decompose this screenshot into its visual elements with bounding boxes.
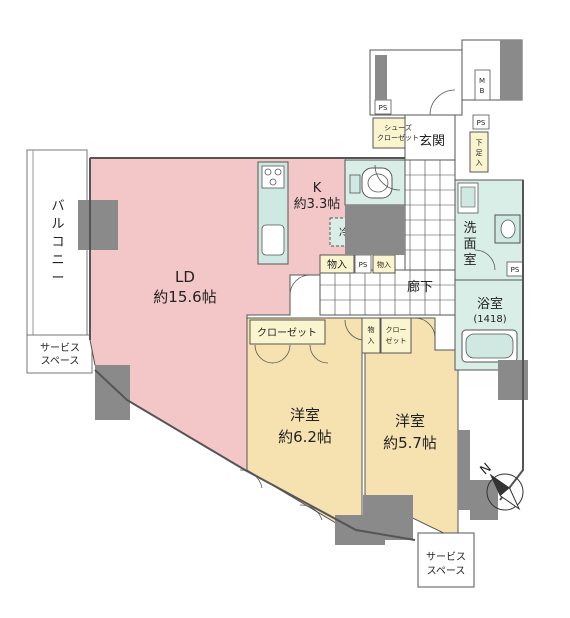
storage-hallway-2: 物入 bbox=[372, 254, 396, 274]
mb-label-m: M bbox=[479, 77, 485, 85]
hallway-floor bbox=[319, 159, 456, 316]
kitchen-counter bbox=[257, 161, 289, 265]
shoe-storage: 下 足 入 bbox=[469, 131, 489, 173]
stove-burner-icon bbox=[269, 178, 277, 186]
ps-box-2: PS bbox=[506, 261, 524, 277]
storage-between: 物 入 bbox=[361, 317, 381, 354]
closet-label: クローゼット bbox=[257, 327, 317, 339]
balcony-label-2: ル bbox=[51, 217, 64, 232]
ps-label-2: PS bbox=[511, 266, 520, 274]
bath-room: 浴室 (1418) bbox=[454, 279, 524, 371]
entrance: 玄関 bbox=[404, 114, 456, 161]
ps-box-3: PS bbox=[472, 114, 490, 130]
service-space-left: サービス スペース bbox=[26, 334, 93, 374]
storage-between-2: 入 bbox=[368, 337, 375, 345]
western-2-label: 洋室 bbox=[395, 412, 425, 430]
toilet-room bbox=[344, 159, 406, 206]
closet2-line1: クロー bbox=[386, 326, 407, 334]
shoe-storage-1: 下 bbox=[476, 139, 483, 147]
ps-label-3: PS bbox=[477, 119, 486, 127]
bath-label: 浴室 bbox=[477, 296, 503, 312]
entrance-label: 玄関 bbox=[419, 134, 445, 149]
shoe-storage-2: 足 bbox=[476, 149, 483, 157]
hallway-label: 廊下 bbox=[407, 279, 433, 295]
closet2-line2: ゼット bbox=[386, 336, 407, 345]
storage-hallway-label: 物入 bbox=[327, 258, 347, 271]
washroom-label-2: 面 bbox=[463, 237, 476, 252]
balcony-label-5: ー bbox=[51, 271, 64, 286]
washroom-label-3: 室 bbox=[463, 252, 476, 268]
mb-label-b: B bbox=[480, 87, 485, 95]
shoe-closet-line1: シューズ bbox=[384, 123, 412, 132]
ld-size-label: 約15.6帖 bbox=[153, 288, 216, 306]
balcony-label-1: バ bbox=[51, 199, 64, 214]
service-space-bottom: サービス スペース bbox=[417, 532, 475, 588]
western-2-size-label: 約5.7帖 bbox=[383, 434, 437, 452]
closet-western-1: クローゼット bbox=[249, 319, 326, 345]
storage-hallway-2-label: 物入 bbox=[377, 260, 391, 269]
service-space-left-line2: スペース bbox=[41, 356, 80, 367]
hallway-tiles bbox=[320, 160, 455, 315]
ps-label-1: PS bbox=[359, 261, 368, 269]
ps-label-4: PS bbox=[379, 104, 388, 112]
storage-between-1: 物 bbox=[368, 325, 375, 334]
ld-label: LD bbox=[175, 268, 195, 286]
balcony: バ ル コ ニ ー bbox=[26, 149, 88, 341]
stove-burner-icon bbox=[274, 168, 282, 176]
kitchen-size-label: 約3.3帖 bbox=[294, 197, 341, 212]
shoe-closet: シューズ クローゼット bbox=[372, 117, 419, 149]
service-space-bottom-line2: スペース bbox=[427, 566, 466, 577]
ps-box-1: PS bbox=[354, 254, 372, 274]
service-space-bottom-line1: サービス bbox=[426, 551, 466, 563]
washroom-label-1: 洗 bbox=[463, 221, 476, 236]
closet-western-2: クロー ゼット bbox=[380, 317, 412, 354]
storage-hallway: 物入 bbox=[319, 254, 355, 274]
structural-columns bbox=[78, 40, 528, 545]
western-1-label: 洋室 bbox=[290, 406, 320, 424]
shoe-closet-line2: クローゼット bbox=[377, 133, 419, 142]
door-swings bbox=[239, 89, 496, 521]
kitchen-label: K bbox=[313, 181, 322, 196]
shoe-storage-3: 入 bbox=[476, 159, 483, 167]
ps-box-4: PS bbox=[374, 99, 392, 115]
balcony-label-3: コ bbox=[51, 235, 64, 250]
fridge-label: 冷 bbox=[339, 226, 349, 239]
balcony-label-4: ニ bbox=[51, 253, 64, 268]
bath-size-label: (1418) bbox=[473, 314, 506, 325]
service-space-left-line1: サービス bbox=[40, 342, 80, 354]
stove-burner-icon bbox=[264, 168, 272, 176]
western-1-size-label: 約6.2帖 bbox=[278, 428, 332, 446]
